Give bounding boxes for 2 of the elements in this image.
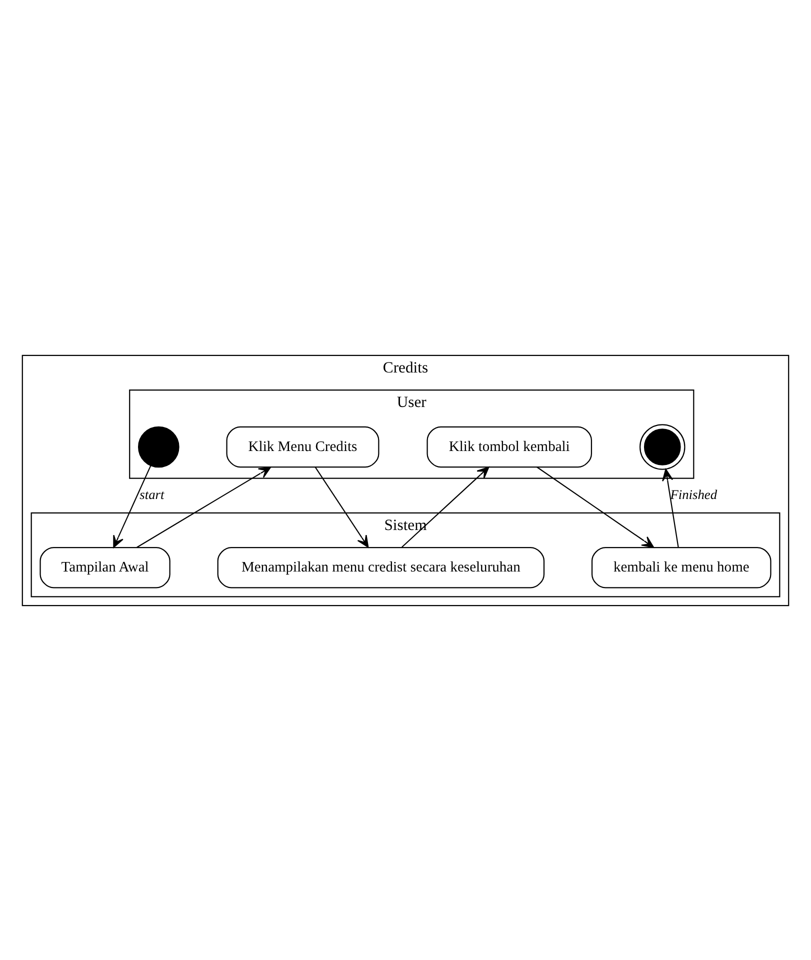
- edge-label: Finished: [670, 486, 718, 502]
- edge-label: start: [140, 486, 164, 502]
